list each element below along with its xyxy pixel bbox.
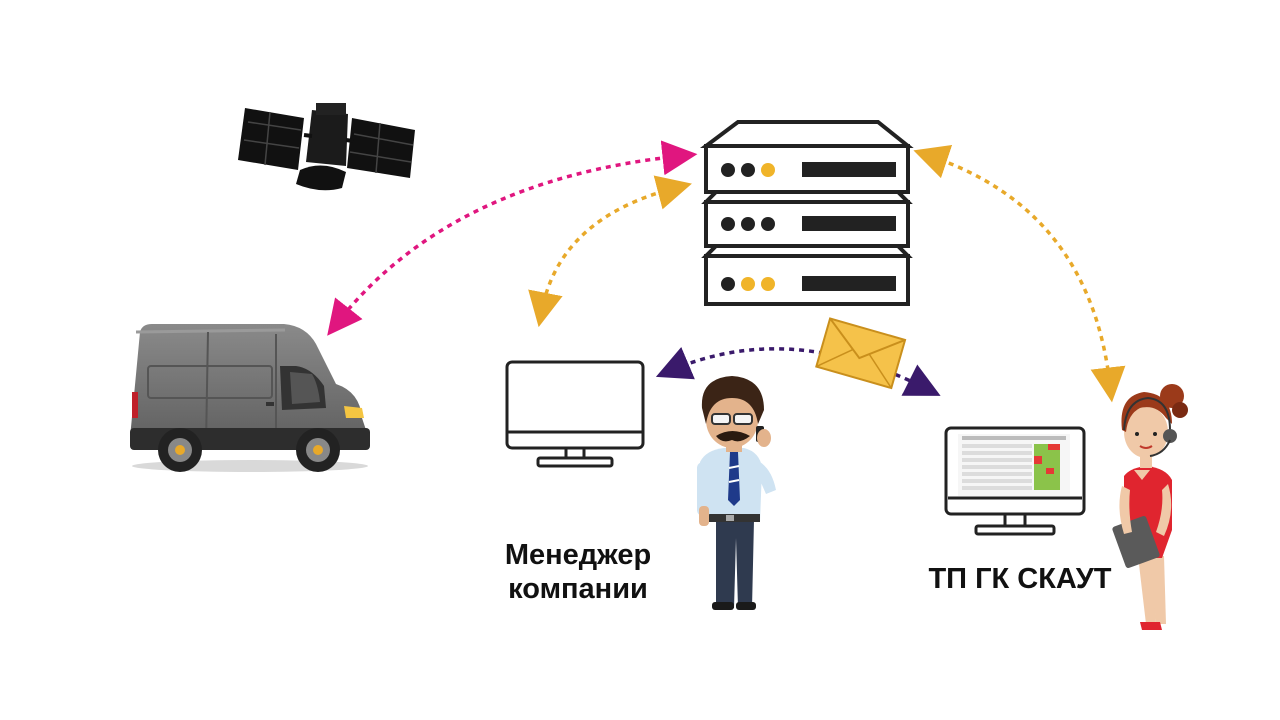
envelope-icon [815,317,907,390]
manager-label-line2: компании [508,573,648,605]
operator-figure [1112,384,1188,630]
manager-label-line1: Менеджер [504,539,652,571]
server-icon [700,120,914,306]
arrow-server-operator [913,145,1126,403]
manager-figure [697,376,776,610]
arrow-server-van [327,140,698,336]
satellite-icon [238,103,415,191]
arrow-server-manager [528,175,692,328]
monitor-icon [505,360,645,468]
van-icon [130,324,370,472]
support-monitor [944,426,1086,536]
support-label: ТП ГК СКАУТ [928,563,1112,595]
manager-label: Менеджер компании [478,538,678,606]
